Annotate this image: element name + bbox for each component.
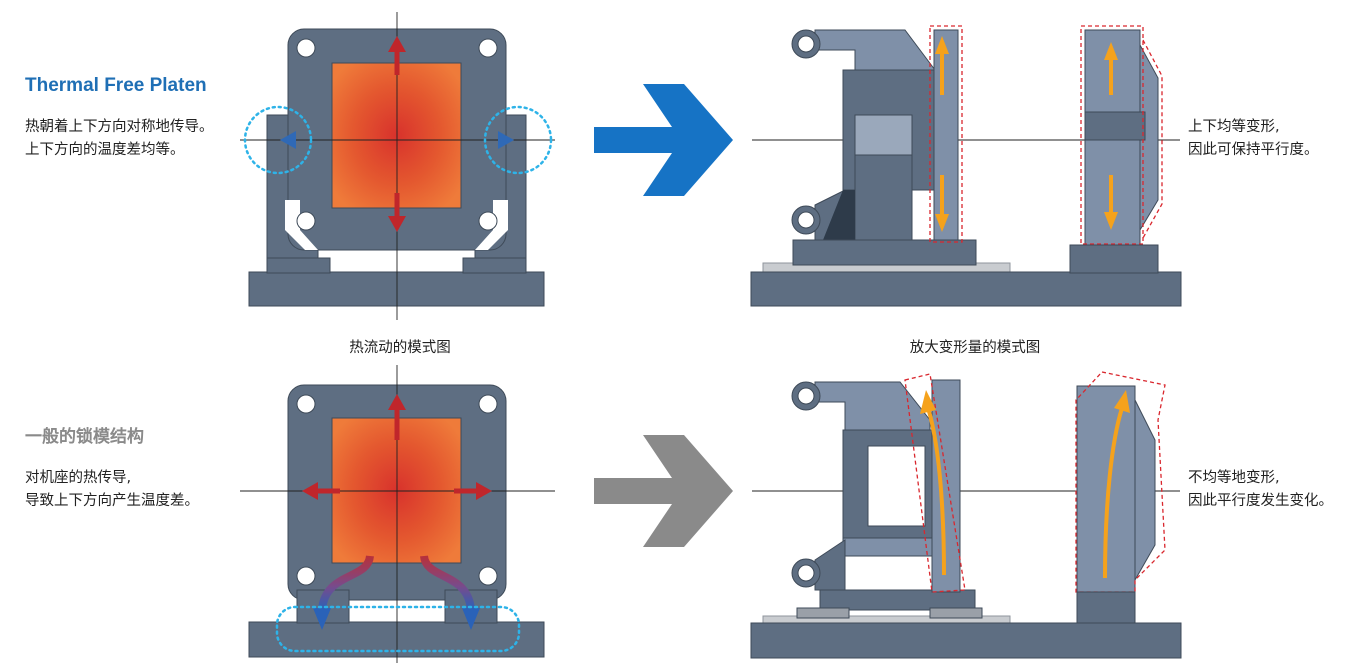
rear-pad-right bbox=[929, 607, 983, 619]
tfp-description-line1: 热朝着上下方向对称地传导。 bbox=[25, 119, 214, 135]
deform-arrow-up bbox=[935, 36, 949, 95]
deform-arrow-down-fixed bbox=[1104, 175, 1118, 230]
gen-section-title: 一般的锁模结构 bbox=[25, 427, 144, 447]
tfp-foot-left bbox=[266, 257, 331, 274]
tfp-result-line2: 因此可保持平行度。 bbox=[1188, 142, 1319, 158]
moving-platen bbox=[931, 379, 961, 593]
dotted-highlight-base bbox=[275, 605, 521, 653]
pin-hole bbox=[797, 387, 815, 405]
deform-arrow-curved-fixed bbox=[1103, 390, 1130, 579]
rear-pad-left bbox=[796, 607, 850, 619]
heat-flow-left bbox=[313, 555, 374, 630]
deform-arrow-down bbox=[935, 175, 949, 232]
toggle-link-lower bbox=[814, 539, 846, 591]
gen-description-line2: 导致上下方向产生温度差。 bbox=[25, 493, 199, 509]
gen-deformation-diagram bbox=[750, 371, 1182, 659]
caption-deformation: 放大变形量的模式图 bbox=[909, 340, 1041, 356]
arrow-left bbox=[302, 482, 340, 500]
moving-platen bbox=[933, 29, 959, 241]
deform-outline-moving bbox=[904, 373, 966, 593]
deform-outline-fixed bbox=[1080, 25, 1144, 245]
deform-base bbox=[750, 271, 1182, 307]
rear-foot bbox=[792, 239, 977, 266]
rear-block-highlight bbox=[854, 114, 913, 156]
fixed-platen-flange bbox=[1139, 44, 1159, 232]
tfp-section-title: Thermal Free Platen bbox=[25, 75, 207, 96]
deform-base bbox=[750, 622, 1182, 659]
fixed-platen-flange bbox=[1134, 399, 1156, 582]
deform-outline-moving bbox=[929, 25, 963, 243]
rear-foot bbox=[819, 589, 976, 611]
arrow-right bbox=[454, 482, 492, 500]
tfp-result-line1: 上下均等变形, bbox=[1188, 119, 1280, 135]
pin-hole bbox=[797, 211, 815, 229]
bolt-hole bbox=[296, 394, 316, 414]
bolt-hole bbox=[296, 566, 316, 586]
bolt-hole bbox=[478, 394, 498, 414]
bolt-hole bbox=[478, 211, 498, 231]
pin-hole bbox=[797, 35, 815, 53]
arrow-right bbox=[446, 131, 514, 149]
arrow-left bbox=[280, 131, 348, 149]
bolt-hole bbox=[296, 38, 316, 58]
gen-heat-flow-diagram bbox=[240, 365, 555, 663]
rear-frame-window bbox=[867, 445, 926, 527]
tfp-base bbox=[248, 271, 545, 307]
arrow-up bbox=[388, 36, 406, 75]
dotted-highlight-right bbox=[483, 105, 553, 175]
big-arrow-gray bbox=[594, 435, 733, 547]
bolt-hole bbox=[478, 566, 498, 586]
deform-arrow-up-fixed bbox=[1104, 42, 1118, 95]
tfp-slot-left bbox=[285, 200, 318, 250]
tfp-slot-right bbox=[475, 200, 508, 250]
gen-result-line1: 不均等地变形, bbox=[1188, 470, 1280, 486]
pin-hole bbox=[797, 564, 815, 582]
tfp-heat-zone bbox=[331, 62, 462, 209]
fixed-platen-band bbox=[1084, 111, 1146, 141]
tfp-description-line2: 上下方向的温度差均等。 bbox=[25, 142, 185, 158]
big-arrow-blue bbox=[594, 84, 733, 196]
caption-heat-flow: 热流动的模式图 bbox=[349, 340, 451, 356]
gen-description-line1: 对机座的热传导, bbox=[25, 470, 132, 486]
fixed-platen-foot bbox=[1076, 591, 1136, 624]
heat-flow-right bbox=[420, 555, 480, 630]
gen-heat-zone bbox=[331, 417, 462, 564]
bolt-hole bbox=[478, 38, 498, 58]
dotted-highlight-left bbox=[243, 105, 313, 175]
rear-shadow bbox=[823, 190, 855, 240]
deform-outline-fixed bbox=[1075, 371, 1166, 593]
tfp-heat-flow-diagram bbox=[240, 12, 555, 320]
bolt-hole bbox=[296, 211, 316, 231]
arrow-up bbox=[388, 394, 406, 440]
arrow-down bbox=[388, 193, 406, 232]
gen-result-line2: 因此平行度发生变化。 bbox=[1188, 493, 1333, 509]
deform-arrow-curved bbox=[920, 390, 946, 576]
tfp-deformation-diagram bbox=[750, 25, 1182, 307]
rear-frame-band bbox=[842, 537, 944, 557]
tfp-foot-right bbox=[462, 257, 527, 274]
fixed-platen-foot bbox=[1069, 244, 1159, 274]
